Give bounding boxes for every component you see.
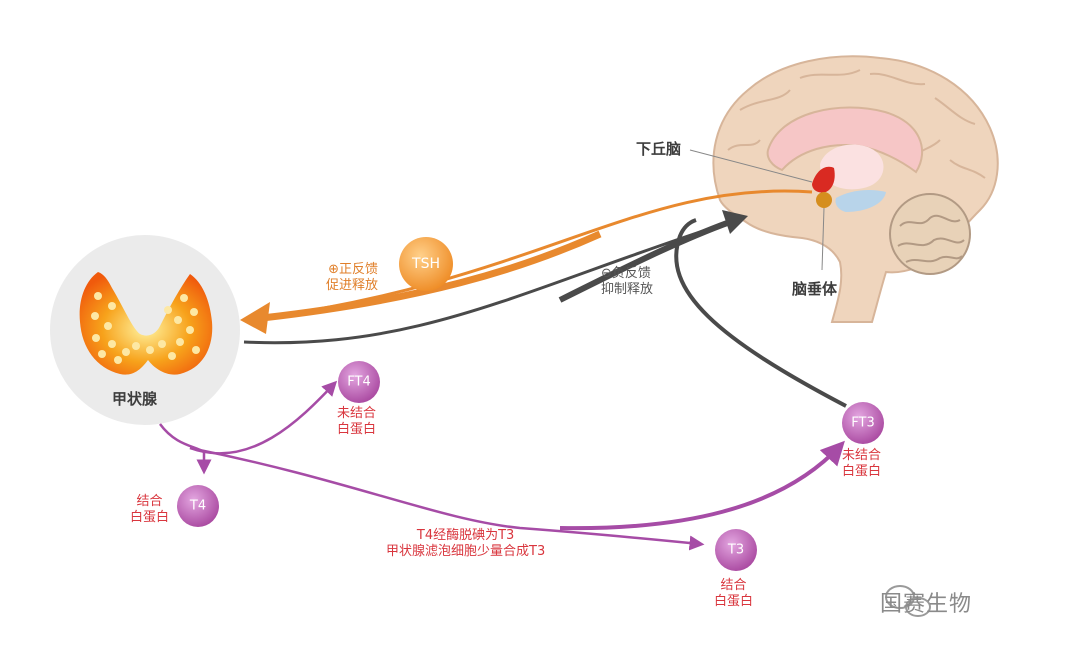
cerebellum xyxy=(889,193,971,275)
t3-binding-line1: 结合 xyxy=(720,578,747,593)
tsh-arrowhead xyxy=(240,302,270,334)
path-thyroid-to-t4 xyxy=(158,423,212,475)
ft4-label: FT4 xyxy=(347,374,371,390)
t4-binding-line1: 结合 xyxy=(136,494,163,509)
conversion-line1: T4经酶脱碘为T3 xyxy=(416,528,515,543)
thyroid-shape xyxy=(79,272,213,375)
path-to-ft3 xyxy=(559,440,845,531)
pituitary-label: 脑垂体 xyxy=(792,280,838,298)
t3-circle xyxy=(715,529,757,571)
negative-feedback-line2: 抑制释放 xyxy=(601,282,654,297)
ft3-label: FT3 xyxy=(851,415,875,431)
ft4-binding-label: 未结合 白蛋白 xyxy=(337,406,376,438)
conversion-label: T4经酶脱碘为T3 甲状腺滤泡细胞少量合成T3 xyxy=(386,528,545,560)
ft3-circle xyxy=(842,402,884,444)
feedback-line-thick xyxy=(558,219,732,303)
ft3-feedback-line xyxy=(674,218,847,408)
corpus-callosum xyxy=(766,106,924,174)
positive-feedback-label: ⊕正反馈 促进释放 xyxy=(326,262,378,294)
t4-feedback-line xyxy=(243,220,731,345)
positive-feedback-line1: ⊕正反馈 xyxy=(328,262,379,277)
t3-binding-label: 结合 白蛋白 xyxy=(714,578,753,610)
negative-feedback-label: ⊖负反馈 抑制释放 xyxy=(601,266,653,298)
conversion-line2: 甲状腺滤泡细胞少量合成T3 xyxy=(386,544,546,559)
hypothalamus-pointer xyxy=(689,149,813,183)
path-to-t3 xyxy=(189,446,705,551)
brain-gyri xyxy=(727,69,986,179)
tsh-arrow-thick xyxy=(261,230,602,322)
tsh-positive-arrow xyxy=(240,189,813,334)
thalamus xyxy=(820,144,884,190)
thyroid-gland xyxy=(50,235,240,425)
tsh-circle xyxy=(399,237,453,291)
tsh-arrow-thin xyxy=(261,189,813,320)
t3-binding-line2: 白蛋白 xyxy=(714,594,754,609)
wechat-icon xyxy=(885,585,931,617)
t4-binding-line2: 白蛋白 xyxy=(130,510,170,525)
ft4-binding-line1: 未结合 xyxy=(337,406,377,421)
pituitary-pointer xyxy=(821,207,825,271)
thyroid-follicles xyxy=(91,292,200,364)
pituitary-gland xyxy=(816,192,832,208)
tsh-label: TSH xyxy=(412,256,440,272)
ft3-binding-line1: 未结合 xyxy=(842,448,882,463)
ft3-binding-label: 未结合 白蛋白 xyxy=(842,448,881,480)
negative-feedback-line1: ⊖负反馈 xyxy=(601,266,651,281)
watermark-text: 国赛生物 xyxy=(880,592,973,617)
hypothalamus-label: 下丘脑 xyxy=(636,140,682,158)
brain-illustration xyxy=(689,55,999,323)
hypothalamus-region xyxy=(812,166,835,193)
t3-label: T3 xyxy=(727,542,745,558)
ft4-binding-line2: 白蛋白 xyxy=(337,422,377,437)
brainstem-pons xyxy=(835,190,886,212)
thyroid-label: 甲状腺 xyxy=(112,390,158,408)
t4-circle xyxy=(177,485,219,527)
t4-label: T4 xyxy=(189,498,207,514)
negative-feedback-arrows xyxy=(243,210,847,408)
t4-binding-label: 结合 白蛋白 xyxy=(130,494,169,526)
ft4-circle xyxy=(338,361,380,403)
positive-feedback-line2: 促进释放 xyxy=(326,278,379,293)
hormone-paths xyxy=(158,380,845,551)
feedback-arrowhead xyxy=(722,210,748,234)
ft3-binding-line2: 白蛋白 xyxy=(842,464,882,479)
